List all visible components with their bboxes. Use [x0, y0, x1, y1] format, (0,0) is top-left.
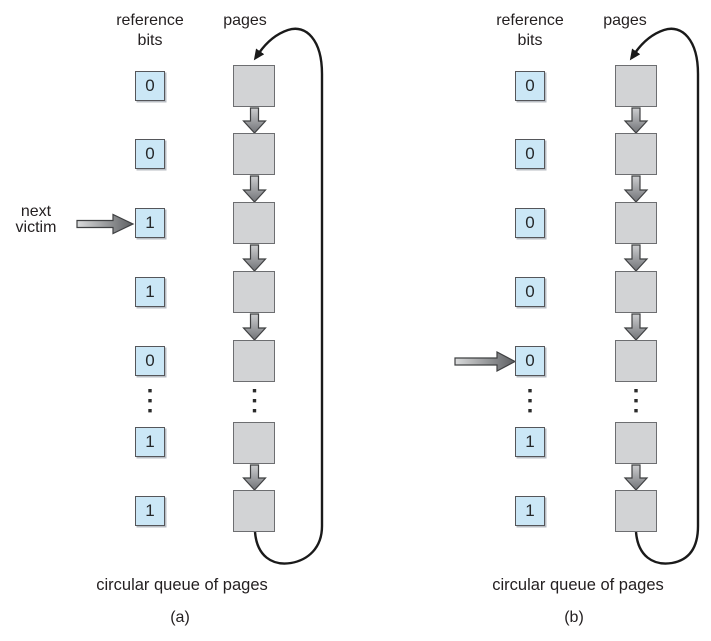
reference-bit-box: 0 [515, 71, 545, 101]
page-frame [233, 133, 275, 175]
panel-b-label: (b) [564, 609, 584, 626]
down-arrow-icon [623, 175, 649, 203]
down-arrow-icon [242, 464, 267, 491]
next-victim-label-line1: next [20, 203, 52, 220]
reference-bits-header: reference bits [475, 11, 585, 51]
page-frame [233, 271, 275, 313]
reference-bits-header-line1: reference [496, 12, 564, 29]
panel-a-graphics [76, 27, 324, 565]
pages-header: pages [223, 12, 267, 29]
page-frame [233, 490, 275, 532]
next-victim-arrow-icon [454, 351, 517, 372]
down-arrow-icon [242, 244, 267, 272]
page-frame [615, 490, 657, 532]
down-arrow-icon [623, 313, 649, 341]
reference-bits-header-line1: reference [116, 12, 184, 29]
page-frame [615, 65, 657, 107]
panel-b: reference bits pages 0 0 0 0 0 1 1 circu… [355, 0, 711, 641]
panel-b-caption: circular queue of pages [492, 576, 664, 594]
reference-bit-box: 1 [515, 427, 545, 457]
reference-bits-header: reference bits [95, 11, 205, 51]
reference-bit-box: 0 [135, 346, 165, 376]
panel-a-label: (a) [170, 609, 190, 626]
reference-bit-box: 1 [135, 496, 165, 526]
panel-a: reference bits pages next victim 0 0 1 1… [0, 0, 355, 641]
down-arrow-icon [242, 313, 267, 341]
page-frame [233, 65, 275, 107]
reference-bit-box: 0 [135, 71, 165, 101]
reference-bit-box: 1 [135, 277, 165, 307]
page-frame [615, 133, 657, 175]
reference-bit-box: 0 [515, 139, 545, 169]
next-victim-arrow-icon [76, 213, 135, 235]
page-frame [233, 202, 275, 244]
page-frame [615, 271, 657, 313]
down-arrow-icon [242, 175, 267, 203]
page-frame [233, 340, 275, 382]
vertical-ellipsis [528, 389, 638, 413]
reference-bit-box: 1 [135, 427, 165, 457]
page-frame [233, 422, 275, 464]
down-arrow-icon [623, 244, 649, 272]
reference-bit-box: 0 [515, 277, 545, 307]
down-arrow-icon [623, 107, 649, 134]
reference-bit-box: 1 [515, 496, 545, 526]
vertical-ellipsis [148, 389, 257, 413]
panel-a-caption: circular queue of pages [96, 576, 268, 594]
down-arrow-icon [623, 464, 649, 491]
reference-bit-box: 0 [515, 346, 545, 376]
page-frame [615, 202, 657, 244]
pages-header: pages [603, 12, 647, 29]
page-frame [615, 340, 657, 382]
reference-bit-box: 0 [515, 208, 545, 238]
reference-bits-header-line2: bits [137, 32, 163, 49]
reference-bit-box: 0 [135, 139, 165, 169]
next-victim-label: next victim [5, 204, 67, 236]
next-victim-label-line2: victim [15, 219, 57, 236]
reference-bit-box: 1 [135, 208, 165, 238]
reference-bits-header-line2: bits [517, 32, 543, 49]
page-frame [615, 422, 657, 464]
down-arrow-icon [242, 107, 267, 134]
